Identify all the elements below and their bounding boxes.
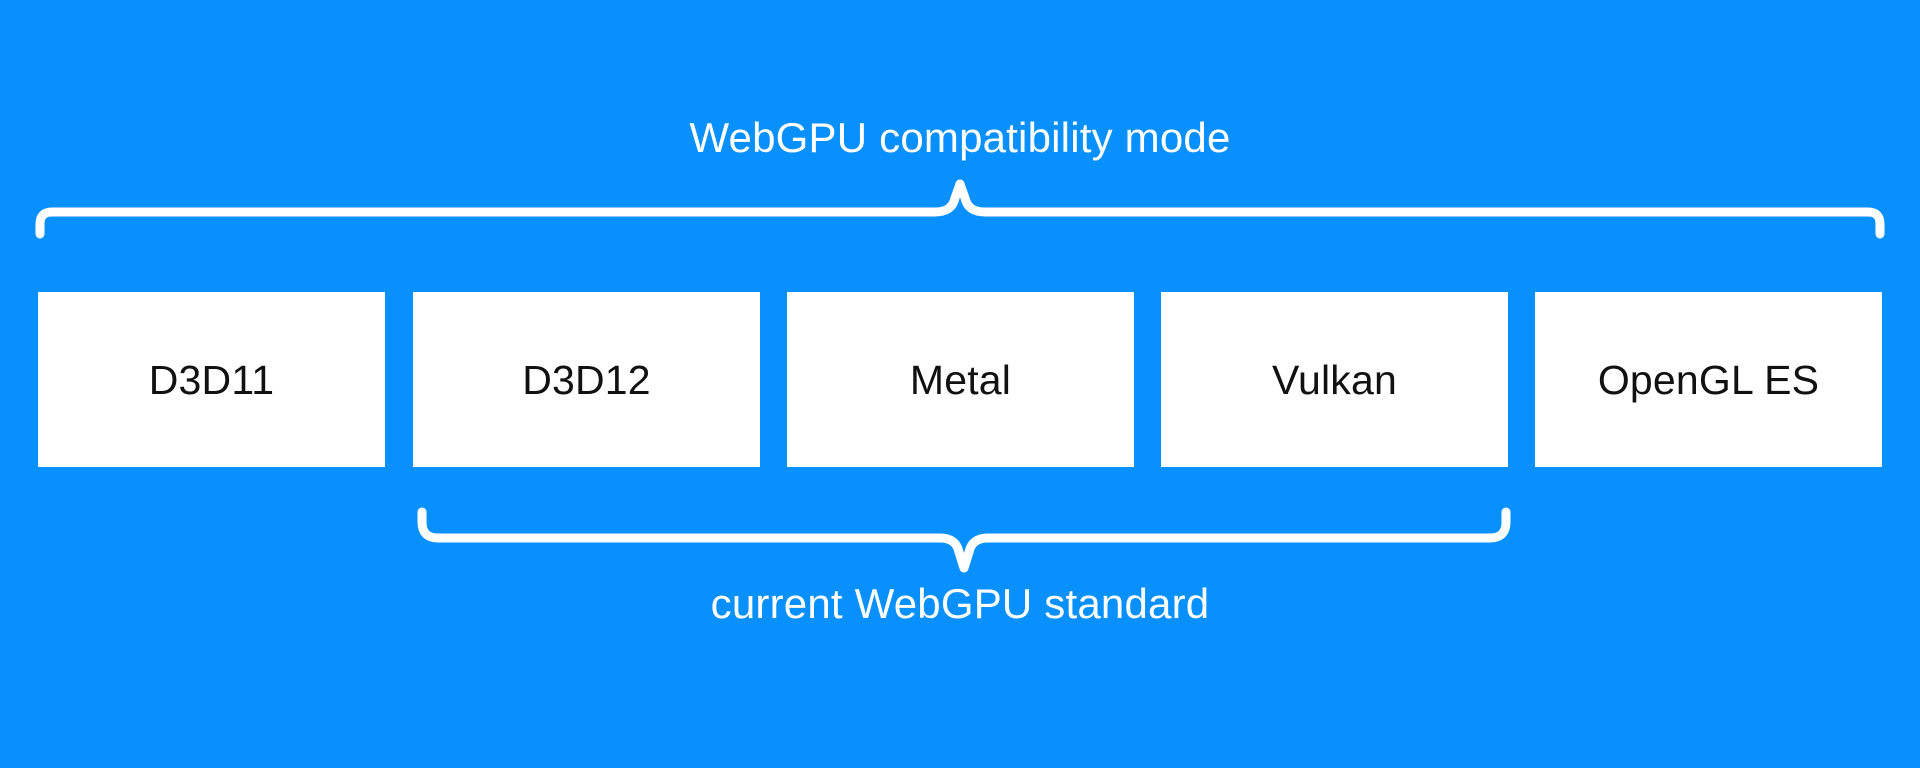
api-boxes-row: D3D11 D3D12 Metal Vulkan OpenGL ES <box>0 292 1920 467</box>
bottom-brace-icon <box>417 507 1511 573</box>
api-box-d3d11[interactable]: D3D11 <box>38 292 385 467</box>
api-box-label: OpenGL ES <box>1597 356 1820 403</box>
api-box-label: D3D12 <box>522 356 651 403</box>
api-box-vulkan[interactable]: Vulkan <box>1161 292 1508 467</box>
api-box-metal[interactable]: Metal <box>787 292 1134 467</box>
top-group-label: WebGPU compatibility mode <box>689 114 1231 161</box>
api-box-label: Metal <box>909 356 1012 403</box>
api-box-d3d12[interactable]: D3D12 <box>413 292 760 467</box>
top-brace-icon <box>35 179 1885 239</box>
bottom-group-label: current WebGPU standard <box>710 580 1210 627</box>
api-box-opengl-es[interactable]: OpenGL ES <box>1535 292 1882 467</box>
api-box-label: D3D11 <box>148 356 275 403</box>
api-box-label: Vulkan <box>1271 356 1398 403</box>
